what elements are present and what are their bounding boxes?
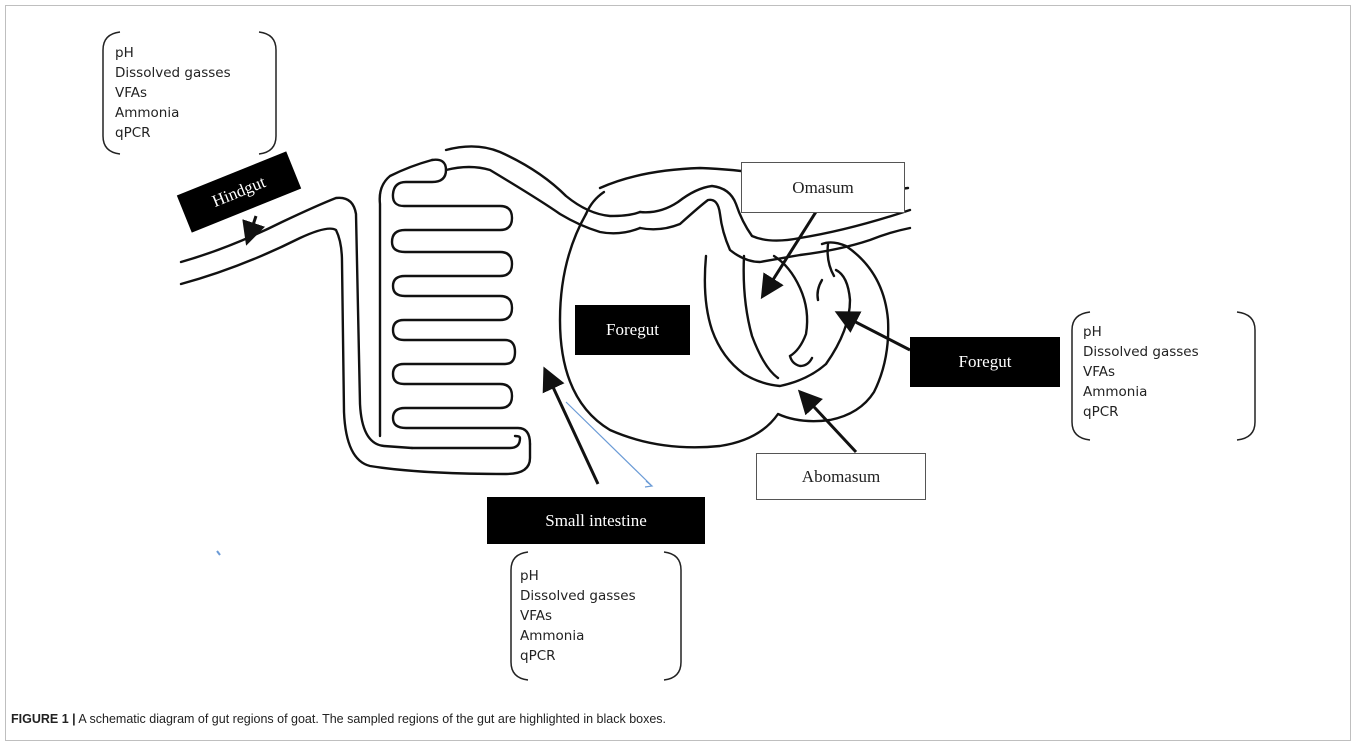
list-item: qPCR [520, 646, 636, 666]
list-item: qPCR [1083, 402, 1199, 422]
foregut-right-label-text: Foregut [959, 352, 1012, 372]
list-item: Ammonia [520, 626, 636, 646]
list-item: Dissolved gasses [520, 586, 636, 606]
abomasum-label: Abomasum [756, 453, 926, 500]
foregut-center-label: Foregut [575, 305, 690, 355]
list-item: pH [1083, 322, 1199, 342]
list-item: qPCR [115, 123, 231, 143]
foregut-right-label: Foregut [910, 337, 1060, 387]
list-item: Dissolved gasses [1083, 342, 1199, 362]
list-item: VFAs [115, 83, 231, 103]
list-item: VFAs [1083, 362, 1199, 382]
list-item: Ammonia [1083, 382, 1199, 402]
measurement-list-hindgut: pH Dissolved gasses VFAs Ammonia qPCR [115, 43, 231, 143]
arrow-foregut-right [840, 314, 910, 350]
list-item: Ammonia [115, 103, 231, 123]
arrow-abomasum [802, 394, 856, 452]
foregut-center-label-text: Foregut [606, 320, 659, 340]
list-item: Dissolved gasses [115, 63, 231, 83]
omasum-label: Omasum [741, 162, 905, 213]
abomasum-label-text: Abomasum [802, 467, 880, 487]
list-item: pH [115, 43, 231, 63]
list-item: pH [520, 566, 636, 586]
measurement-list-small-intestine: pH Dissolved gasses VFAs Ammonia qPCR [520, 566, 636, 666]
list-item: VFAs [520, 606, 636, 626]
figure-caption-text: A schematic diagram of gut regions of go… [76, 712, 666, 726]
figure-caption: FIGURE 1 | A schematic diagram of gut re… [11, 712, 666, 726]
small-intestine-label-text: Small intestine [545, 511, 647, 531]
stray-mark [217, 551, 220, 555]
small-intestine-label: Small intestine [487, 497, 705, 544]
measurement-list-foregut: pH Dissolved gasses VFAs Ammonia qPCR [1083, 322, 1199, 422]
figure-caption-label: FIGURE 1 | [11, 712, 76, 726]
omasum-label-text: Omasum [792, 178, 853, 198]
